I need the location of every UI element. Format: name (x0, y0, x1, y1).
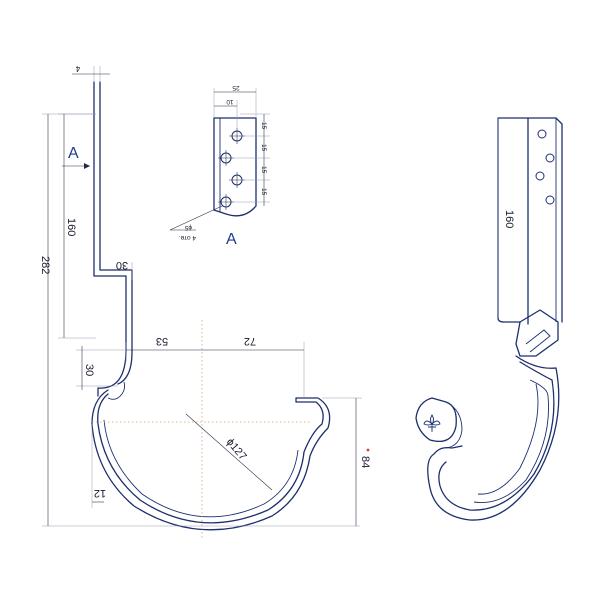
iso-hole-2 (545, 153, 555, 163)
front-dimensions: 4 282 160 A 30 30 53 72 8 (39, 64, 371, 527)
iso-hole-4 (545, 195, 555, 205)
gutter-bead (107, 381, 126, 400)
offset-30-top-label: 30 (116, 259, 128, 271)
iso-hole-3 (535, 171, 545, 181)
iso-hook-inner (438, 361, 555, 511)
front-profile: ϕ127 (91, 81, 331, 540)
isometric-bracket: 160 (415, 117, 563, 521)
iso-hole-1 (537, 129, 547, 139)
iso-hook-lip (415, 397, 457, 443)
hook-strip-outline (93, 81, 133, 397)
fleur-de-lis-icon (423, 414, 441, 432)
hook-height-label: 160 (65, 218, 77, 236)
iso-bend (515, 309, 559, 357)
detail-pitch-4-label: 15 (260, 188, 267, 196)
detail-a-plate (213, 117, 257, 217)
detail-pitch-1-label: 15 (260, 122, 267, 130)
detail-width-25-label: 25 (232, 84, 240, 91)
depth-marker (366, 448, 370, 452)
offset-30-side-label: 30 (83, 364, 95, 376)
offset-72-label: 72 (244, 335, 256, 347)
thickness-label: 4 (75, 64, 80, 73)
depth-label: 84 (359, 456, 371, 468)
detail-pitch-3-label: 15 (260, 166, 267, 174)
iso-strip (497, 117, 563, 325)
lip-12-label: 12 (94, 487, 106, 499)
section-label-a: A (68, 145, 79, 162)
detail-view-label: A (226, 231, 237, 248)
detail-pitch-2-label: 15 (260, 144, 267, 152)
detail-a: 25 10 15 15 15 15 ϕ5 4 отв. A (169, 84, 270, 248)
iso-hook-rib (473, 379, 549, 503)
iso-length-label: 160 (503, 210, 515, 228)
gutter-profile (91, 389, 331, 531)
hole-count-label: 4 отв. (179, 234, 196, 241)
hole-callout-label: ϕ5 (184, 224, 192, 231)
overall-height-label: 282 (39, 256, 51, 274)
detail-width-10-label: 10 (226, 98, 234, 105)
iso-hook-outer (427, 355, 560, 521)
diameter-leader (185, 413, 273, 491)
gutter-inner-rim (103, 419, 299, 518)
offset-53-label: 53 (156, 335, 168, 347)
diameter-label: ϕ127 (224, 436, 249, 462)
